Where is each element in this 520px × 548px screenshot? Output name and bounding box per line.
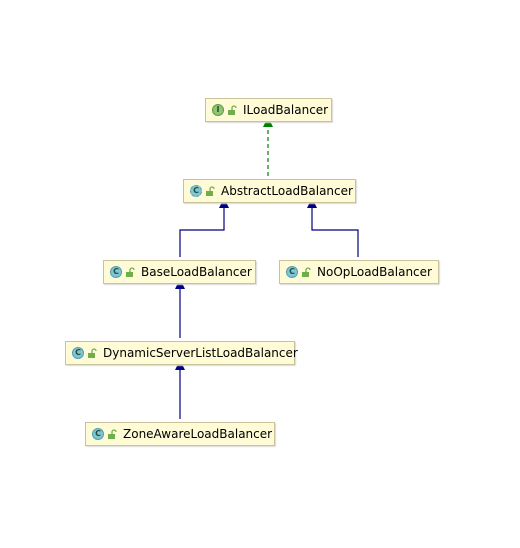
edge-noop-extends-abstract xyxy=(307,198,359,257)
node-baseloadbalancer[interactable]: C BaseLoadBalancer xyxy=(103,260,256,284)
class-icon: C xyxy=(72,347,84,359)
node-label: AbstractLoadBalancer xyxy=(221,184,353,198)
node-label: ILoadBalancer xyxy=(243,103,329,117)
abstract-class-icon: C xyxy=(190,185,202,197)
node-label: ZoneAwareLoadBalancer xyxy=(123,427,273,441)
lock-open-icon xyxy=(228,105,237,115)
node-noploadbalancer[interactable]: C NoOpLoadBalancer xyxy=(279,260,439,284)
lock-open-icon xyxy=(126,267,135,277)
node-iloadbalancer[interactable]: I ILoadBalancer xyxy=(205,98,332,122)
node-abstractloadbalancer[interactable]: C AbstractLoadBalancer xyxy=(183,179,356,203)
lock-open-icon xyxy=(302,267,311,277)
lock-open-icon xyxy=(88,348,97,358)
class-icon: C xyxy=(92,428,104,440)
node-label: BaseLoadBalancer xyxy=(141,265,252,279)
lock-open-icon xyxy=(108,429,117,439)
class-icon: C xyxy=(286,266,298,278)
node-label: DynamicServerListLoadBalancer xyxy=(103,346,298,360)
interface-icon: I xyxy=(212,104,224,116)
node-label: NoOpLoadBalancer xyxy=(317,265,432,279)
class-icon: C xyxy=(110,266,122,278)
lock-open-icon xyxy=(206,186,215,196)
node-dynamicserverlistloadbalancer[interactable]: C DynamicServerListLoadBalancer xyxy=(65,341,298,365)
node-zoneawareloadbalancer[interactable]: C ZoneAwareLoadBalancer xyxy=(85,422,275,446)
edge-base-extends-abstract xyxy=(179,198,229,257)
